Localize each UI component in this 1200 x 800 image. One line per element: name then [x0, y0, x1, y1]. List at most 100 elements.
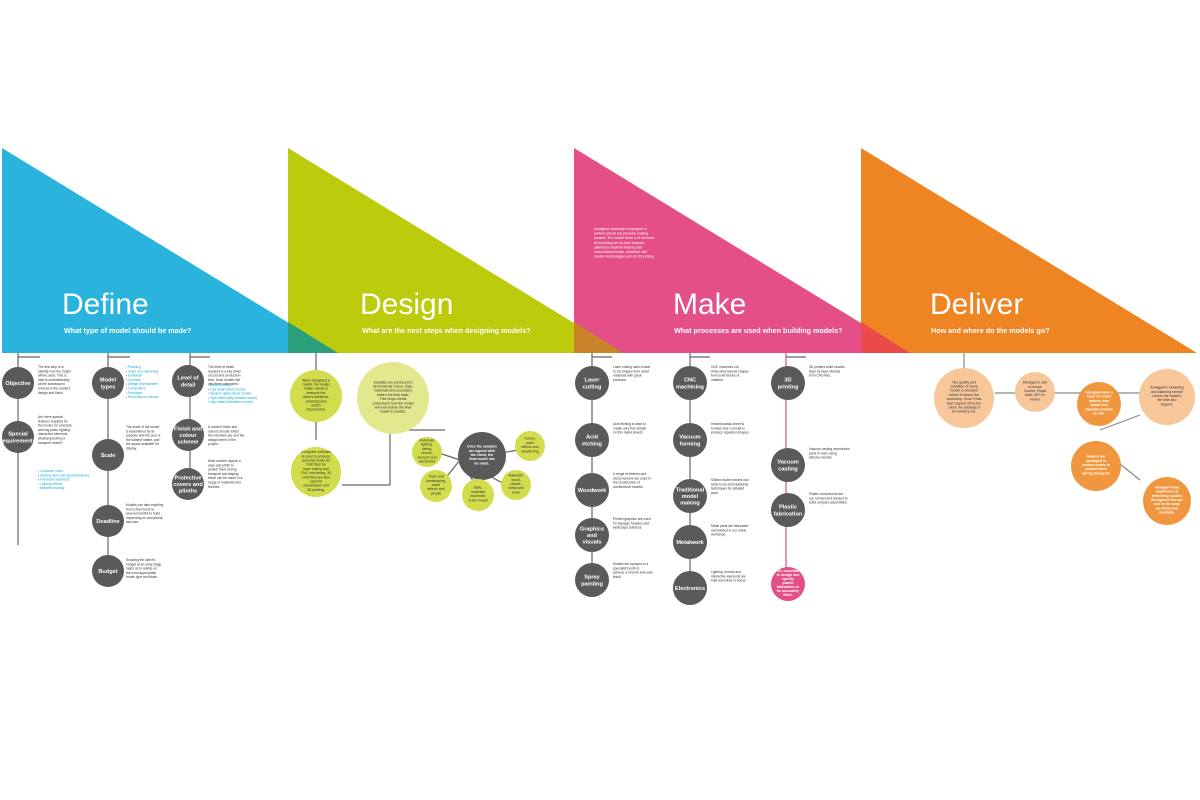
define-title: Define	[62, 288, 149, 321]
node-model-types-circle	[92, 367, 124, 399]
node-woodwork-circle	[575, 473, 609, 507]
node-deadline-circle	[92, 505, 124, 537]
design-bubble-electronics: Materials:lighting,wiring,motors,sensors…	[412, 437, 442, 467]
node-scale-circle	[92, 439, 124, 471]
node-level-of-detail-circle	[172, 365, 204, 397]
design-bubble-electronics-circle	[412, 437, 442, 467]
node-scale-label: Scale	[101, 453, 116, 459]
define-phase-banner	[2, 148, 338, 353]
design-question: What are the next steps when designing m…	[362, 326, 531, 335]
design-title: Design	[360, 288, 453, 321]
node-objective-circle	[2, 367, 34, 399]
model-types-list: • Planning• Sales and marketing• Exhibit…	[126, 365, 159, 399]
deliver-bubble-quality-circle	[934, 368, 994, 428]
connector	[1099, 414, 1141, 431]
design-phase-banner	[288, 148, 623, 353]
deliver-phase-banner	[861, 148, 1197, 353]
level-of-detail-list: • Block models• Low detail (block model)…	[208, 383, 257, 404]
node-metalwork-label: Metalwork	[676, 540, 704, 546]
node-graphics-and-visuals-circle	[575, 518, 609, 552]
design-bubble-style-circle	[462, 479, 494, 511]
node-metalwork-circle	[673, 525, 707, 559]
design-bubble-interpret-circle	[290, 370, 342, 422]
design-bubble-landscaping-circle	[420, 470, 452, 502]
node-protective-covers-plinths-circle	[172, 468, 204, 500]
node-budget-label: Budget	[98, 569, 117, 575]
node-plastic-fabrication-circle	[771, 493, 805, 527]
deliver-question: How and where do the models go?	[931, 326, 1050, 335]
deliver-bubble-installation-circle	[1077, 382, 1121, 426]
node-objective: Objective	[2, 367, 34, 399]
make-callout-circle	[771, 567, 805, 601]
node-metalwork: Metalwork	[673, 525, 707, 559]
node-traditional-model-making-circle	[673, 479, 707, 513]
node-spray-painting-circle	[575, 563, 609, 597]
node-laser-cutting-circle	[575, 366, 609, 400]
define-design-overlap	[288, 322, 338, 353]
design-bubble-samples-circle	[357, 362, 429, 434]
make-deliver-overlap	[861, 322, 910, 353]
node-deadline: Deadline	[92, 505, 124, 537]
node-electronics: Electronics	[673, 571, 707, 605]
node-cnc-machining-circle	[673, 366, 707, 400]
make-phase-banner	[574, 148, 910, 353]
design-bubble-colour-circle	[515, 431, 545, 461]
deliver-bubble-couriers-circle	[1015, 372, 1055, 412]
node-budget: Budget	[92, 555, 124, 587]
node-electronics-label: Electronics	[675, 586, 705, 592]
node-objective-label: Objective	[5, 381, 30, 387]
